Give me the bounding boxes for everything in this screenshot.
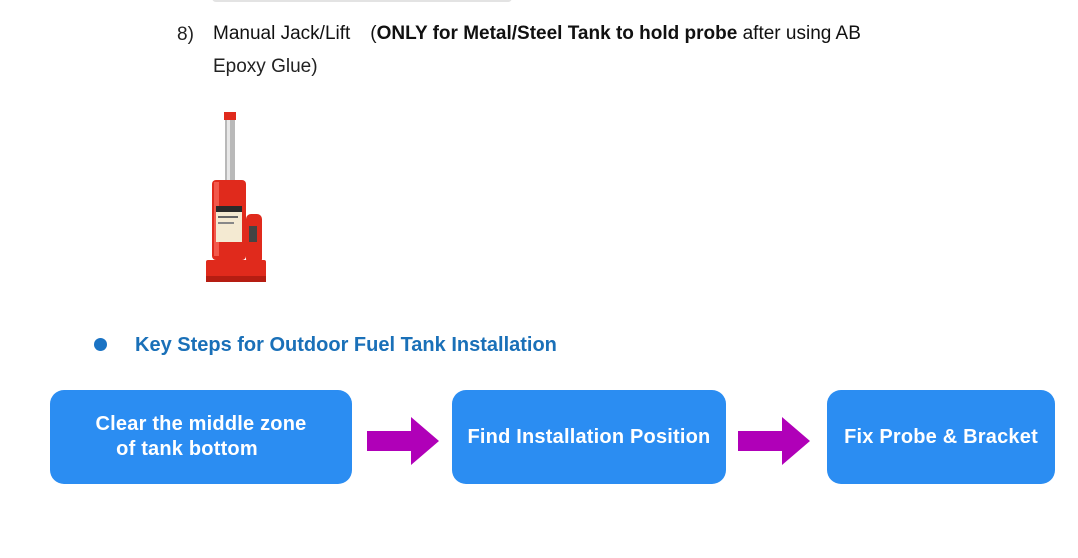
step-box-fix-probe: Fix Probe & Bracket (827, 390, 1055, 484)
list-item-number: 8) (177, 24, 194, 45)
bullet-icon (94, 338, 107, 351)
step-1-line1: Clear the middle zone (95, 413, 307, 435)
step-box-clear-zone: Clear the middle zone of tank bottom (50, 390, 352, 484)
step-1-line2: of tank bottom (116, 438, 258, 460)
step-2-label: Find Installation Position (467, 425, 711, 448)
step-box-find-position: Find Installation Position (452, 390, 726, 484)
list-item-text-line1: Manual Jack/Lift (ONLY for Metal/Steel Ta… (213, 23, 861, 45)
item-emphasis: ONLY for Metal/Steel Tank to hold probe (376, 23, 738, 44)
top-image-fragment (212, 0, 512, 2)
right-arrow-icon (367, 417, 439, 465)
section-heading: Key Steps for Outdoor Fuel Tank Installa… (135, 334, 557, 356)
bottle-jack-icon (206, 112, 266, 282)
right-arrow-icon (738, 417, 810, 465)
item-rest: after using AB (737, 23, 861, 44)
item-name: Manual Jack/Lift (213, 23, 351, 44)
item-paren-open: ( (370, 23, 377, 44)
list-item-text-line2: Epoxy Glue) (213, 56, 318, 77)
step-3-label: Fix Probe & Bracket (844, 425, 1038, 448)
